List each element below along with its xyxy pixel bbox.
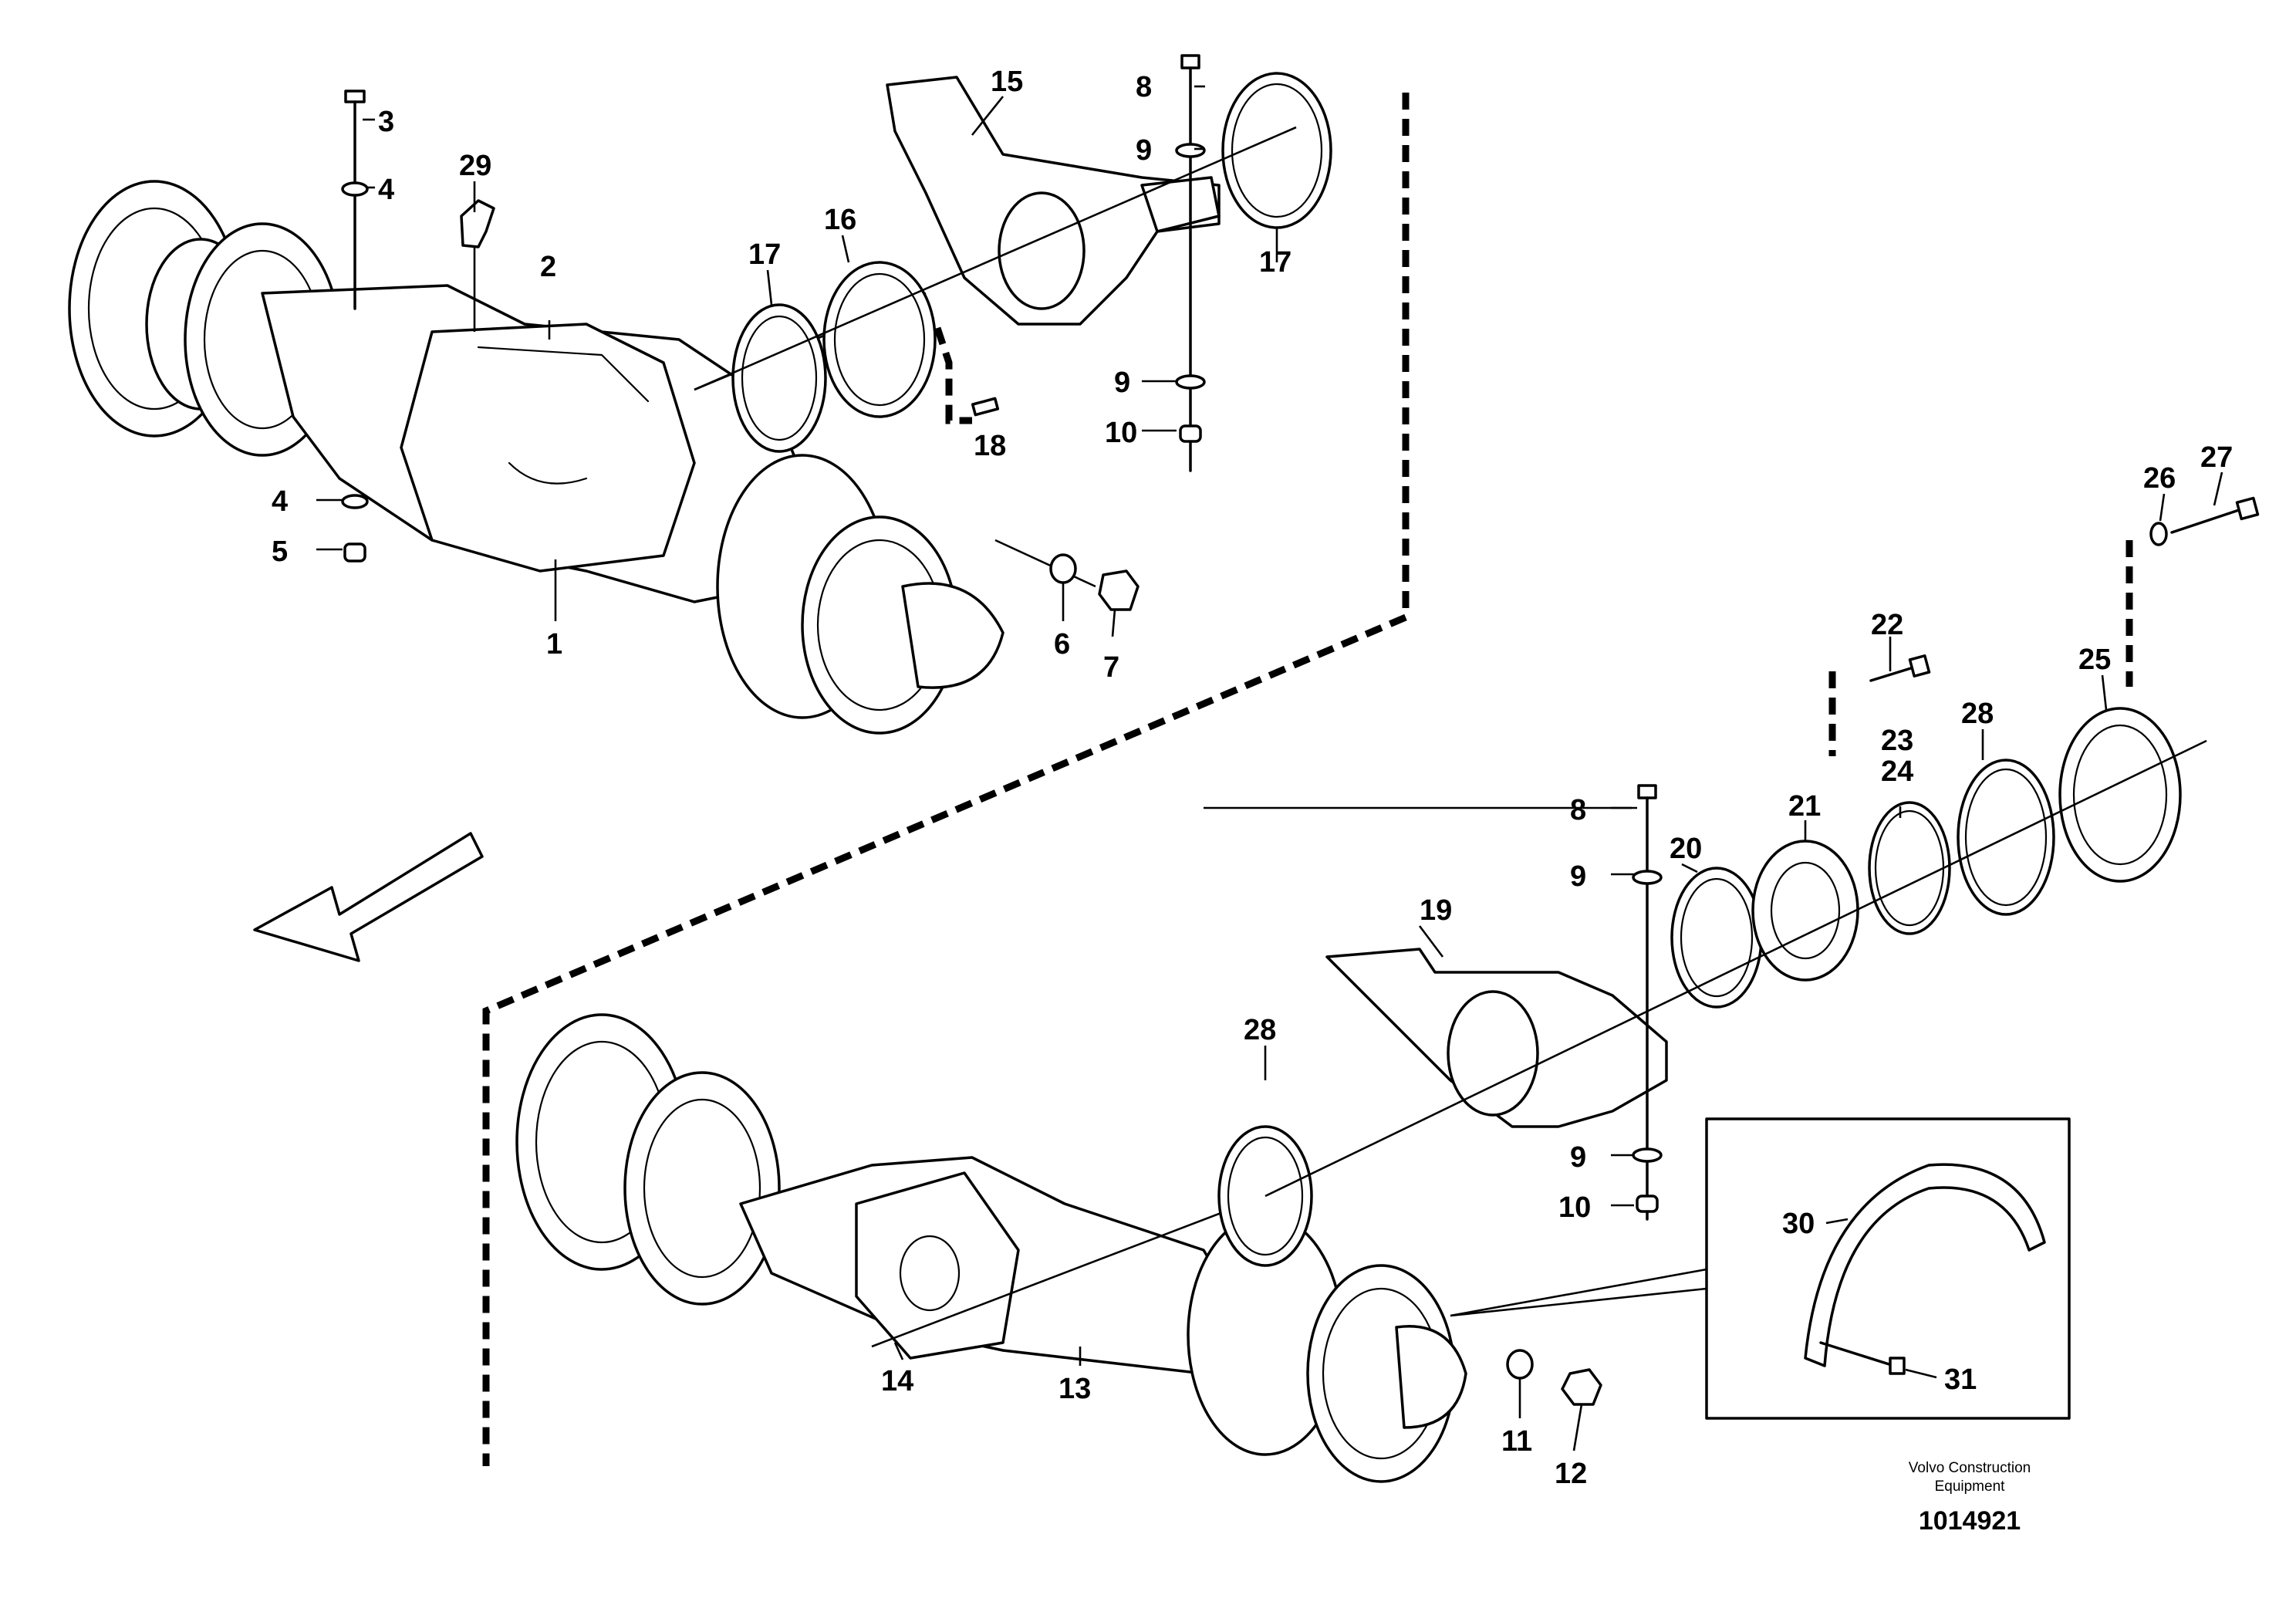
bolts-22-26-27 xyxy=(1869,496,2260,682)
bracket-19 xyxy=(1325,948,1668,1128)
callout-19: 19 xyxy=(1420,894,1452,927)
callout-28-left: 28 xyxy=(1244,1014,1276,1046)
callout-6: 6 xyxy=(1054,628,1070,661)
callout-23: 23 xyxy=(1881,725,1913,757)
leader-lines xyxy=(316,85,2223,1451)
callout-13: 13 xyxy=(1059,1373,1091,1405)
callout-9-bottom-b: 9 xyxy=(1570,1141,1586,1174)
callout-31: 31 xyxy=(1944,1363,1977,1396)
credit-line-2: Equipment xyxy=(1935,1478,2006,1495)
seal-rings-top xyxy=(731,72,1332,453)
callout-4a: 4 xyxy=(378,174,394,206)
callout-9-top-b: 9 xyxy=(1114,367,1130,399)
callout-30: 30 xyxy=(1782,1208,1815,1240)
callout-2: 2 xyxy=(540,251,556,283)
callout-9-bottom-a: 9 xyxy=(1570,860,1586,893)
callout-21: 21 xyxy=(1788,790,1821,823)
dashed-boundary xyxy=(482,93,1410,1466)
rear-axle-assembly xyxy=(68,180,1096,735)
callout-16: 16 xyxy=(824,204,856,236)
callout-labels: 1 2 3 4 4 5 6 7 8 9 9 10 15 16 17 17 18 … xyxy=(272,66,2233,1490)
callout-26: 26 xyxy=(2143,462,2176,495)
callout-12: 12 xyxy=(1555,1458,1587,1490)
callout-9-top-a: 9 xyxy=(1136,134,1152,167)
callout-24: 24 xyxy=(1881,755,1913,788)
credit-line-1: Volvo Construction xyxy=(1909,1460,2031,1476)
callout-17-right: 17 xyxy=(1259,246,1292,279)
inset-detail xyxy=(1450,1117,2071,1420)
callout-17-left: 17 xyxy=(748,238,781,271)
bolt-8-bottom xyxy=(1632,784,1663,1221)
callout-4b: 4 xyxy=(272,485,288,518)
callout-20: 20 xyxy=(1670,833,1702,865)
callout-14: 14 xyxy=(881,1365,913,1397)
document-number: 1014921 xyxy=(1919,1506,2021,1536)
pin-18 xyxy=(934,326,1000,424)
callout-3: 3 xyxy=(378,106,394,138)
wheel-nuts-6-7 xyxy=(1049,553,1140,611)
front-axle-assembly xyxy=(515,1013,1467,1483)
direction-arrow xyxy=(253,832,484,962)
callout-8-bottom: 8 xyxy=(1570,794,1586,826)
callout-28-right: 28 xyxy=(1961,698,1994,730)
bracket-15 xyxy=(886,76,1221,326)
callout-29: 29 xyxy=(459,150,491,182)
elbow-fitting-29 xyxy=(460,199,495,332)
callout-27: 27 xyxy=(2200,441,2233,474)
wheel-nuts-11-12 xyxy=(1506,1349,1602,1406)
callout-15: 15 xyxy=(991,66,1023,98)
callout-25: 25 xyxy=(2078,644,2111,676)
callout-18: 18 xyxy=(974,430,1006,462)
title-block: Volvo Construction Equipment 1014921 xyxy=(1909,1460,2031,1536)
callout-8-top: 8 xyxy=(1136,71,1152,103)
bolt-8-top xyxy=(1175,54,1206,472)
callout-11: 11 xyxy=(1501,1425,1532,1458)
callout-10-bottom: 10 xyxy=(1558,1191,1591,1224)
callout-22: 22 xyxy=(1871,609,1903,641)
bolt-3-washers-4-5 xyxy=(341,90,369,563)
callout-1: 1 xyxy=(546,628,562,661)
callout-10-top: 10 xyxy=(1105,417,1137,449)
callout-5: 5 xyxy=(272,536,288,568)
callout-7: 7 xyxy=(1103,651,1119,684)
